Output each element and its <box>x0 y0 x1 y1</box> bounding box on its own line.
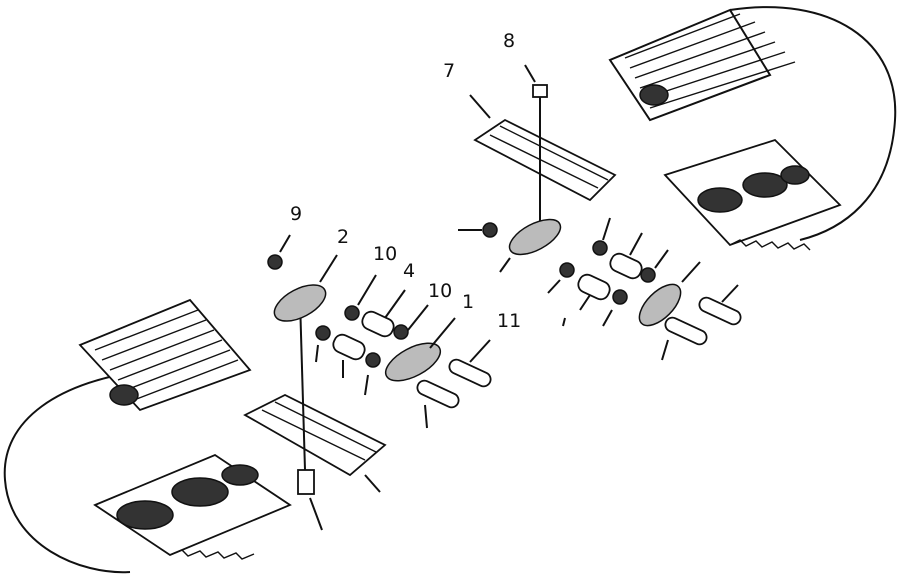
link-and-pin-parts <box>267 218 742 409</box>
callout-10-lower: 10 <box>428 280 453 302</box>
callout-10-upper: 10 <box>373 243 398 265</box>
callout-11: 11 <box>497 310 522 332</box>
leader-lines <box>279 64 739 531</box>
callout-1: 1 <box>462 291 475 313</box>
callout-7: 7 <box>443 60 456 82</box>
callout-4: 4 <box>403 260 416 282</box>
callout-2: 2 <box>337 226 350 248</box>
lower-left-track-assembly <box>3 298 292 574</box>
callout-8: 8 <box>503 30 516 52</box>
track-shoe-upper <box>473 84 617 230</box>
track-shoe-lower <box>243 299 387 495</box>
upper-right-track-assembly <box>608 6 897 251</box>
callout-9: 9 <box>290 203 303 225</box>
